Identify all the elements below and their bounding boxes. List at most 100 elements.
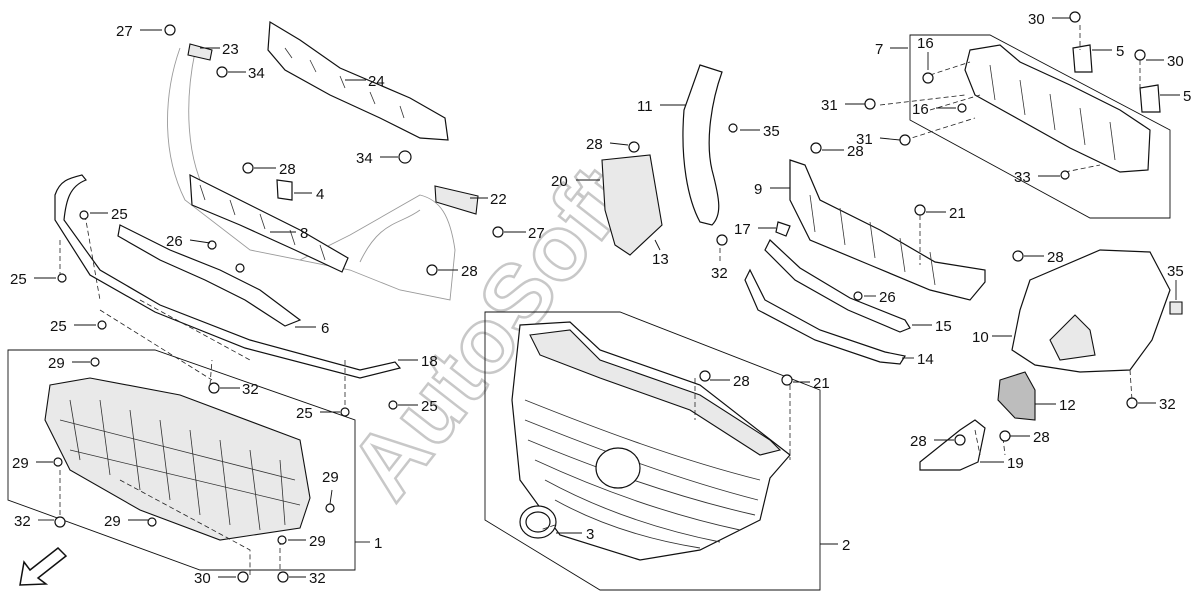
side-panel-duct xyxy=(1049,314,1096,361)
side-garnish-11 xyxy=(682,64,723,226)
bracket-5b xyxy=(1139,84,1161,113)
grille-upper-rail xyxy=(529,329,782,456)
reinforcement-7 xyxy=(964,44,1151,173)
callout-29-b: 29 xyxy=(12,455,29,472)
callout-29-a: 29 xyxy=(48,355,65,372)
callout-28-a: 28 xyxy=(279,161,296,178)
callout-31-b: 31 xyxy=(856,131,873,148)
callout-9: 9 xyxy=(754,181,762,198)
callout-14: 14 xyxy=(917,351,934,368)
clip-34-top xyxy=(216,66,228,78)
dashed-guides-right-top xyxy=(879,25,1141,173)
group-frame-7 xyxy=(909,34,1171,219)
fog-cover-12 xyxy=(997,371,1036,421)
group-frame-1 xyxy=(7,349,356,571)
grille-emblem xyxy=(595,447,641,489)
callout-28-h: 28 xyxy=(1033,429,1050,446)
clip-35-right xyxy=(1169,301,1183,315)
nut-26-right xyxy=(853,291,863,301)
dashed-guides-center xyxy=(539,378,791,531)
callout-31-a: 31 xyxy=(821,97,838,114)
callout-28-d: 28 xyxy=(586,136,603,153)
callout-28-b: 28 xyxy=(461,263,478,280)
callout-1: 1 xyxy=(374,535,382,552)
callout-10: 10 xyxy=(972,329,989,346)
callout-5-a: 5 xyxy=(1116,43,1124,60)
callout-34-top: 34 xyxy=(248,65,265,82)
callout-5-b: 5 xyxy=(1183,88,1191,105)
deflector-19 xyxy=(919,419,986,471)
callout-22: 22 xyxy=(490,191,507,208)
callout-28-g: 28 xyxy=(910,433,927,450)
strip-15 xyxy=(764,239,911,333)
screw-27-top xyxy=(164,24,176,36)
callout-27-mid: 27 xyxy=(528,225,545,242)
callout-25-b: 25 xyxy=(10,271,27,288)
bracket-5a xyxy=(1072,44,1093,73)
callout-30-bottom: 30 xyxy=(194,570,211,587)
callout-12: 12 xyxy=(1059,397,1076,414)
callout-26-right: 26 xyxy=(879,289,896,306)
callout-33: 33 xyxy=(1014,169,1031,186)
callout-29-e: 29 xyxy=(309,533,326,550)
callout-35-a: 35 xyxy=(763,123,780,140)
callout-28-e: 28 xyxy=(847,143,864,160)
duct-20 xyxy=(601,154,663,256)
clip-34-mid xyxy=(398,150,412,164)
long-strip xyxy=(54,174,402,379)
callout-32-b: 32 xyxy=(14,513,31,530)
callout-21-b: 21 xyxy=(949,205,966,222)
lower-spoiler xyxy=(117,224,302,327)
callout-35-b: 35 xyxy=(1167,263,1184,280)
callout-24: 24 xyxy=(368,73,385,90)
callout-13: 13 xyxy=(652,251,669,268)
screw-27-mid xyxy=(492,226,504,238)
callouts: 27 23 34 24 28 4 8 26 34 22 27 28 25 25 … xyxy=(10,11,1191,587)
fasteners xyxy=(53,11,1146,583)
bracket-22 xyxy=(434,185,479,215)
callout-15: 15 xyxy=(935,318,952,335)
upper-absorber xyxy=(267,20,449,141)
callout-11: 11 xyxy=(637,98,653,115)
callout-20: 20 xyxy=(551,173,568,190)
callout-21-a: 21 xyxy=(813,375,830,392)
front-direction-arrow xyxy=(19,546,68,586)
callout-25-c: 25 xyxy=(50,318,67,335)
callout-32-d: 32 xyxy=(711,265,728,282)
grille-frame xyxy=(511,321,791,561)
callout-32-a: 32 xyxy=(242,381,259,398)
callout-25-d: 25 xyxy=(296,405,313,422)
callout-27-top: 27 xyxy=(116,23,133,40)
group-frame-2 xyxy=(484,311,821,591)
callout-16-a: 16 xyxy=(917,35,934,52)
strip-14 xyxy=(744,268,906,365)
callout-23: 23 xyxy=(222,41,239,58)
clip-17 xyxy=(775,221,791,237)
callout-19: 19 xyxy=(1007,455,1024,472)
callout-28-c: 28 xyxy=(733,373,750,390)
callout-25-e: 25 xyxy=(421,398,438,415)
callout-30-top: 30 xyxy=(1028,11,1045,28)
grille-frame-9 xyxy=(789,159,986,301)
callout-29-d: 29 xyxy=(104,513,121,530)
cover-4 xyxy=(276,179,293,201)
callout-8: 8 xyxy=(300,225,308,242)
callout-28-f: 28 xyxy=(1047,249,1064,266)
callout-25-a: 25 xyxy=(111,206,128,223)
callout-7: 7 xyxy=(875,41,883,58)
lower-grille-insert xyxy=(189,173,349,273)
callout-26-left: 26 xyxy=(166,233,183,250)
bumper-ghost-outline xyxy=(167,47,456,301)
callout-34-mid: 34 xyxy=(356,150,373,167)
callout-30-right: 30 xyxy=(1167,53,1184,70)
callout-6: 6 xyxy=(321,320,329,337)
callout-18: 18 xyxy=(421,353,438,370)
callout-3: 3 xyxy=(586,526,594,543)
undercover xyxy=(44,377,311,541)
callout-32-c: 32 xyxy=(309,570,326,587)
bracket-23 xyxy=(187,43,213,61)
callout-17: 17 xyxy=(734,221,751,238)
dashed-guides-left xyxy=(59,214,346,575)
callout-16-b: 16 xyxy=(912,101,929,118)
